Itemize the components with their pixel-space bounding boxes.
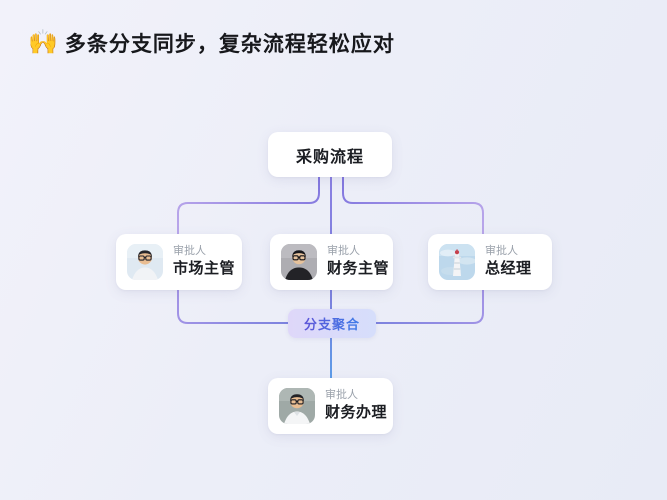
approver-role-label: 审批人: [173, 245, 206, 258]
flow-node-approver-finance[interactable]: 审批人 财务主管: [270, 234, 393, 290]
raising-hands-emoji-icon: 🙌: [28, 29, 58, 56]
avatar-general-manager-lighthouse: [439, 244, 475, 280]
flow-node-approver-gm[interactable]: 审批人 总经理: [428, 234, 552, 290]
approver-role-label: 审批人: [325, 389, 358, 402]
approver-name: 市场主管: [173, 260, 236, 277]
connector-branch-right: [342, 176, 484, 236]
flow-node-end-finance-handling[interactable]: 审批人 财务办理: [268, 378, 393, 434]
approver-role-label: 审批人: [327, 245, 360, 258]
avatar-finance-manager: [281, 244, 317, 280]
connector-merge-left: [177, 288, 293, 324]
merge-badge-label: 分支聚合: [304, 314, 360, 333]
approver-name: 总经理: [485, 260, 532, 277]
connector-merge-right: [371, 288, 484, 324]
approver-role-label: 审批人: [485, 245, 518, 258]
headline-text: 多条分支同步，复杂流程轻松应对: [64, 33, 395, 56]
merge-branches-badge[interactable]: 分支聚合: [288, 309, 376, 338]
connector-branch-left: [177, 176, 320, 236]
headline: 🙌 多条分支同步，复杂流程轻松应对: [28, 28, 395, 58]
approver-name: 财务主管: [327, 260, 390, 277]
avatar-market-manager: [127, 244, 163, 280]
approver-name: 财务办理: [325, 404, 388, 421]
flow-node-approver-market[interactable]: 审批人 市场主管: [116, 234, 242, 290]
flow-node-start[interactable]: 采购流程: [268, 132, 392, 177]
avatar-finance-handler: [279, 388, 315, 424]
